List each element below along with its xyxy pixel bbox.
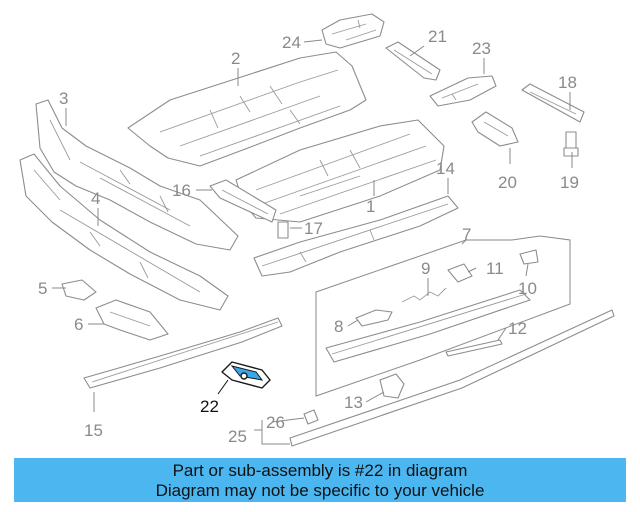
callout-15: 15 [84, 421, 103, 440]
callout-24: 24 [282, 33, 301, 52]
banner-line-2: Diagram may not be specific to your vehi… [155, 481, 485, 500]
callout-13: 13 [344, 393, 363, 412]
callout-16: 16 [172, 181, 191, 200]
part-24-bracket [321, 13, 385, 49]
callout-8: 8 [334, 317, 343, 336]
part-26-clip [303, 409, 319, 425]
callout-22-highlighted: 22 [200, 397, 219, 416]
callout-11: 11 [486, 259, 504, 278]
part-16-reinforcement [209, 179, 277, 223]
part-5-bracket [61, 279, 97, 301]
part-17-bolt [277, 221, 289, 239]
part-18-bracket [521, 83, 585, 123]
callout-4: 4 [91, 189, 100, 208]
callout-18: 18 [558, 73, 577, 92]
callout-20: 20 [498, 173, 517, 192]
part-22-bracket-highlighted [221, 361, 271, 389]
part-13-bracket [379, 373, 405, 399]
part-7-group-box [315, 235, 571, 397]
part-6-bracket [95, 299, 169, 341]
parts-diagram: 1 2 3 4 5 6 7 8 9 10 11 12 13 14 15 16 1… [19, 13, 615, 447]
callout-5: 5 [38, 279, 47, 298]
callout-19: 19 [560, 173, 579, 192]
part-19-bolt [563, 131, 579, 157]
part-25-molding [289, 309, 615, 447]
callout-6: 6 [74, 315, 83, 334]
callout-1: 1 [366, 197, 375, 216]
part-2-dash-panel [127, 51, 367, 167]
callout-17: 17 [304, 219, 323, 238]
part-3-side-member [35, 99, 239, 251]
part-12-strip [445, 339, 503, 357]
callout-26: 26 [266, 413, 285, 432]
callout-23: 23 [472, 39, 491, 58]
callout-25: 25 [228, 427, 247, 446]
part-8-clip [355, 309, 393, 327]
info-banner: Part or sub-assembly is #22 in diagram D… [14, 458, 626, 502]
callout-21: 21 [428, 27, 447, 46]
banner-line-1: Part or sub-assembly is #22 in diagram [172, 461, 468, 480]
callout-3: 3 [59, 89, 68, 108]
part-9-wire [401, 287, 447, 303]
callout-7: 7 [462, 225, 471, 244]
callout-10: 10 [518, 279, 537, 298]
part-11-bracket [447, 263, 473, 283]
callout-2: 2 [231, 49, 240, 68]
part-10-clip [519, 249, 539, 265]
callout-14: 14 [436, 159, 455, 178]
part-21-rail [385, 41, 441, 81]
part-23-bracket [429, 75, 497, 107]
part-15-rocker [83, 317, 283, 389]
part-14-sill [253, 195, 459, 277]
callout-9: 9 [421, 259, 430, 278]
part-20-bracket [471, 111, 519, 147]
part-4-side-member [19, 153, 229, 311]
callout-12: 12 [508, 319, 527, 338]
leader-lines [52, 39, 573, 445]
